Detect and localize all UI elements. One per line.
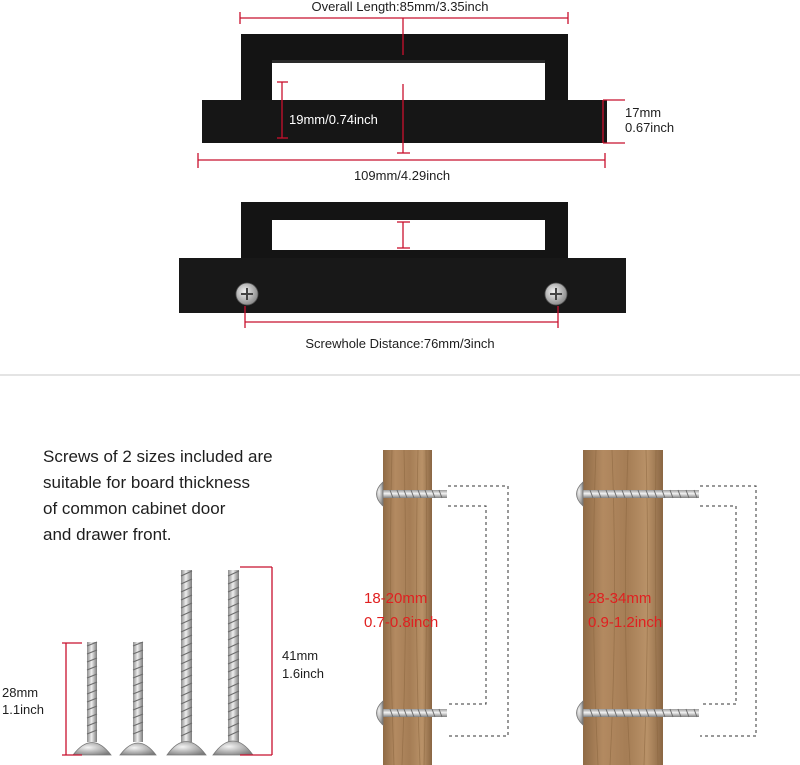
board-screw-icon	[376, 481, 447, 507]
long-screw-icon	[166, 570, 207, 756]
short-screw-icon	[72, 641, 112, 756]
thin-board-range-in: 0.7-0.8inch	[364, 614, 438, 631]
overall-length-label: Overall Length:85mm/3.35inch	[311, 0, 488, 14]
board-screw-icon	[376, 700, 447, 726]
thick-board-range-in: 0.9-1.2inch	[588, 614, 662, 631]
base-thickness-in-label: 0.67inch	[625, 120, 674, 135]
screw-description-line: Screws of 2 sizes included are	[43, 447, 273, 466]
screw-description-line: of common cabinet door	[43, 499, 226, 518]
short-screw-length-mm: 28mm	[2, 685, 38, 700]
base-thickness-mm-label: 17mm	[625, 105, 661, 120]
handle-arch	[241, 34, 568, 140]
screw-description-line: suitable for board thickness	[43, 473, 250, 492]
arch-inner-edge	[272, 60, 545, 63]
thin-board-illustration	[376, 449, 509, 765]
board-screw-icon	[576, 481, 699, 507]
height-label: 19mm/0.74inch	[289, 112, 378, 127]
long-screw-length-mm: 41mm	[282, 648, 318, 663]
bar-width-label: 9mm/0.35inch	[410, 228, 492, 243]
base-length-label: 109mm/4.29inch	[354, 168, 450, 183]
dimension-lines-back	[244, 221, 559, 328]
thick-board-illustration	[576, 449, 757, 765]
screw-description-line: and drawer front.	[43, 525, 172, 544]
handle-side-view	[202, 34, 607, 143]
screwhole-distance-label: Screwhole Distance:76mm/3inch	[305, 336, 494, 351]
screw-description: Screws of 2 sizes included are suitable …	[43, 444, 303, 548]
right-screw-head-icon	[544, 282, 568, 306]
dimension-lines-top	[197, 12, 625, 168]
screw-set	[72, 570, 254, 756]
thin-board-range-mm: 18-20mm	[364, 590, 427, 607]
short-screw-icon	[119, 641, 157, 756]
left-screw-head-icon	[235, 282, 259, 306]
handle-back-frame	[241, 202, 568, 258]
screw-dimension-lines	[62, 566, 273, 756]
inner-width-label: 30.5mm/1.2inch	[354, 65, 447, 80]
long-screw-length-in: 1.6inch	[282, 666, 324, 681]
thick-board-range-mm: 28-34mm	[588, 590, 651, 607]
handle-back-view	[179, 202, 626, 313]
long-screw-icon	[212, 570, 254, 756]
handle-base-plate	[202, 100, 607, 143]
short-screw-length-in: 1.1inch	[2, 702, 44, 717]
board-screw-icon	[576, 700, 699, 726]
